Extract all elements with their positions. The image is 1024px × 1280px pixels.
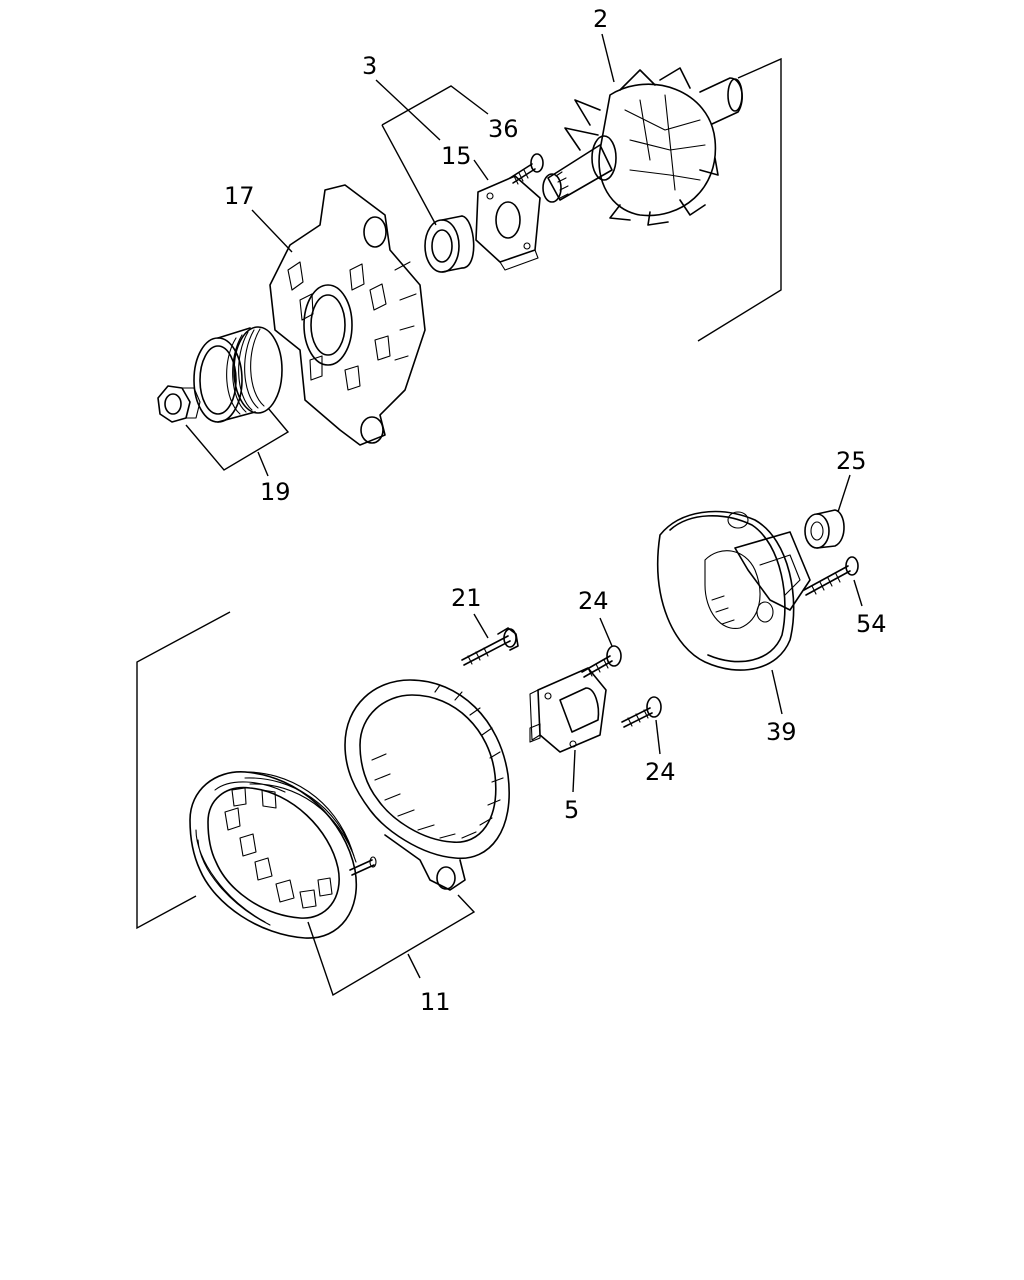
stator-part (189, 771, 377, 939)
callout-21: 21 (451, 584, 489, 639)
callout-39: 39 (766, 669, 797, 746)
rotor-group-bracket (697, 57, 782, 342)
callout-39-label: 39 (766, 718, 797, 746)
callout-15: 15 (441, 142, 489, 181)
callout-19: 19 (185, 407, 291, 506)
callout-54: 54 (853, 579, 887, 638)
drive-end-frame-part (269, 184, 426, 446)
screw-part-36 (509, 153, 544, 185)
rotor-part (542, 67, 743, 226)
callout-54-label: 54 (856, 610, 887, 638)
rear-cover-part (656, 510, 811, 671)
callout-19-label: 19 (260, 478, 291, 506)
callout-2: 2 (593, 5, 615, 83)
cap-part (804, 509, 845, 549)
nut-part (157, 385, 201, 423)
callout-24-upper: 24 (578, 587, 613, 647)
callout-5: 5 (564, 749, 579, 824)
callout-5-label: 5 (564, 796, 579, 824)
callout-15-label: 15 (441, 142, 472, 170)
callout-25: 25 (836, 447, 867, 513)
retainer-plate-part (475, 175, 541, 271)
screw-part-54 (803, 556, 859, 596)
pulley-part (193, 326, 283, 423)
callout-3: 3 (362, 52, 489, 226)
callout-2-label: 2 (593, 5, 608, 33)
callout-24-lower: 24 (645, 719, 676, 786)
callout-21-label: 21 (451, 584, 482, 612)
callout-17: 17 (224, 182, 293, 253)
screw-part-24-lower (621, 696, 662, 728)
callout-25-label: 25 (836, 447, 867, 475)
callout-11-label: 11 (420, 988, 451, 1016)
stator-group-bracket (136, 611, 231, 930)
callout-36: 36 (488, 115, 519, 143)
callout-17-label: 17 (224, 182, 255, 210)
through-bolt-part (461, 627, 519, 666)
screw-part-24-upper (581, 645, 622, 678)
callout-3-label: 3 (362, 52, 377, 80)
callout-11: 11 (307, 894, 476, 1016)
callout-24-upper-label: 24 (578, 587, 609, 615)
callout-24-lower-label: 24 (645, 758, 676, 786)
regulator-part (529, 667, 607, 753)
callout-36-label: 36 (488, 115, 519, 143)
rectifier-frame-part (344, 679, 510, 891)
bearing-part (424, 215, 475, 273)
